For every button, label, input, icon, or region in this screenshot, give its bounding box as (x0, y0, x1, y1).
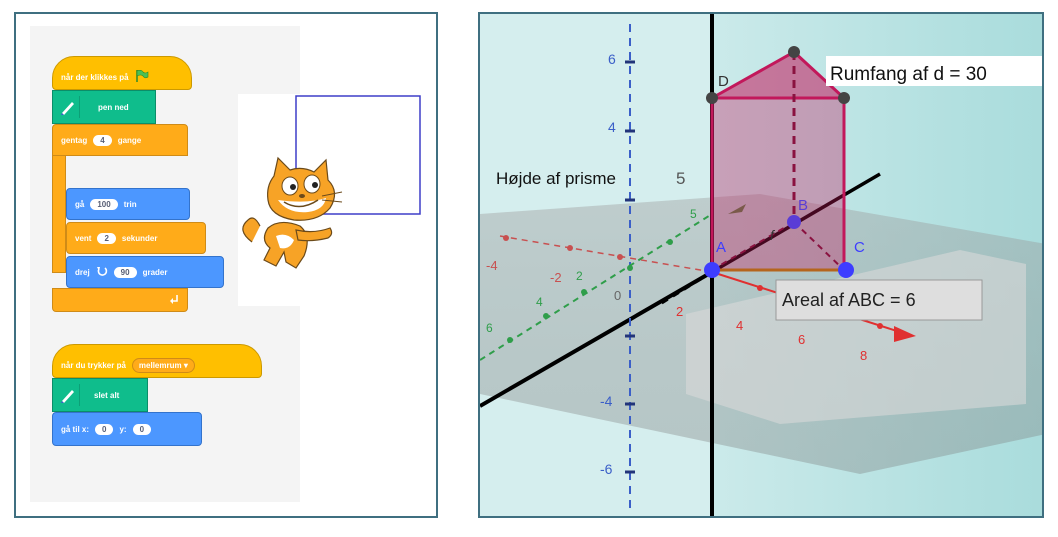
label-b: B (798, 197, 808, 214)
repeat-unit-label: gange (117, 135, 142, 145)
x-axis-back (499, 235, 713, 273)
when-key-pressed-label: når du trykker på (61, 360, 126, 370)
z-axis-ticks (625, 60, 635, 474)
y-label: y: (119, 424, 127, 434)
geogebra-3d-panel: 6 4 -4 -6 6 4 2 -4 -2 0 2 4 6 8 (478, 12, 1044, 518)
area-label-bg (775, 279, 983, 321)
y-input[interactable]: 0 (132, 423, 152, 435)
go-to-xy-block[interactable]: gå til x: 0 y: 0 (52, 412, 202, 446)
move-steps-block[interactable]: gå 100 trin (66, 188, 190, 220)
pen-down-block[interactable]: pen ned (52, 90, 156, 124)
vector-arrow-icon (728, 204, 746, 214)
prism-roof (706, 50, 848, 100)
pen-icon (57, 384, 80, 406)
wait-label: vent (75, 233, 92, 243)
black-diagonal-dashed (659, 270, 713, 306)
loop-arrow-icon (169, 294, 179, 306)
move-steps-input[interactable]: 100 (90, 198, 118, 210)
prism-hidden-edge-bc (793, 221, 845, 271)
label-d: D (718, 73, 729, 90)
wait-unit-label: sekunder (121, 233, 158, 243)
turn-label: drej (75, 267, 90, 277)
x-axis-back-points (503, 235, 623, 260)
y-axis (480, 213, 713, 361)
geogebra-3d-view[interactable]: 6 4 -4 -6 6 4 2 -4 -2 0 2 4 6 8 (480, 14, 1044, 518)
z-tick-minus-6: -6 (600, 461, 613, 477)
turn-degrees-input[interactable]: 90 (113, 266, 137, 278)
repeat-label: gentag (61, 135, 88, 145)
go-to-label: gå til x: (61, 424, 90, 434)
y-tick-2: 2 (576, 269, 583, 283)
label-a: A (716, 239, 726, 256)
key-dropdown-value: mellemrum (138, 360, 182, 370)
z-tick-minus-4: -4 (600, 393, 613, 409)
drawn-square (295, 95, 421, 215)
x-neg-tick-2: -2 (550, 270, 562, 285)
z-tick-4: 4 (608, 119, 616, 135)
scratch-cat-sprite (242, 156, 343, 269)
wait-block[interactable]: vent 2 sekunder (66, 222, 206, 254)
y-tick-6: 6 (486, 321, 493, 335)
volume-label: Rumfang af d = 30 (830, 64, 987, 85)
key-dropdown[interactable]: mellemrum ▾ (131, 357, 195, 373)
prism (659, 50, 848, 484)
y-tick-4: 4 (536, 295, 543, 309)
height-value: 5 (676, 169, 685, 188)
origin-label: 0 (614, 288, 621, 303)
point-a[interactable] (704, 262, 720, 278)
repeat-block[interactable]: gentag 4 gange (52, 124, 188, 156)
z-tick-6: 6 (608, 51, 616, 67)
clear-all-block[interactable]: slet alt (52, 378, 148, 412)
point-c[interactable] (838, 262, 854, 278)
rotate-left-icon (96, 265, 108, 279)
stage-drawing (242, 95, 421, 269)
repeat-block-arm (52, 155, 66, 273)
green-flag-icon (135, 69, 149, 84)
when-flag-clicked-label: når der klikkes på (61, 72, 129, 82)
pen-icon (57, 96, 80, 118)
scratch-panel: når der klikkes på pen ned gentag 4 gang… (14, 12, 438, 518)
x-tick-2: 2 (676, 304, 683, 319)
chevron-down-icon: ▾ (183, 360, 188, 370)
y-axis-points (507, 239, 673, 343)
vertex-top (788, 46, 800, 58)
move-label: gå (75, 199, 85, 209)
when-flag-clicked-block[interactable]: når der klikkes på (52, 56, 192, 90)
vertex-d (706, 92, 718, 104)
move-unit-label: trin (123, 199, 137, 209)
axis-value-5: 5 (690, 207, 697, 221)
repeat-count-input[interactable]: 4 (93, 134, 112, 146)
scratch-stage (238, 94, 436, 306)
prism-face-front (710, 96, 846, 272)
wait-seconds-input[interactable]: 2 (97, 232, 116, 244)
turn-unit-label: grader (142, 267, 168, 277)
point-b[interactable] (787, 215, 801, 229)
pen-down-label: pen ned (98, 102, 129, 112)
turn-left-block[interactable]: drej 90 grader (66, 256, 224, 288)
x-axis-arrow-icon (894, 326, 916, 342)
area-label: Areal af ABC = 6 (782, 290, 916, 310)
label-c: C (854, 239, 865, 256)
when-key-pressed-block[interactable]: når du trykker på mellemrum ▾ (52, 344, 262, 378)
x-tick-8: 8 (860, 348, 867, 363)
prism-hidden-edge-ab (711, 221, 795, 271)
x-tick-4: 4 (736, 318, 743, 333)
height-label: Højde af prisme (496, 169, 616, 188)
x-input[interactable]: 0 (95, 423, 114, 435)
x-tick-6: 6 (798, 332, 805, 347)
repeat-block-bottom (52, 288, 188, 312)
vertex-right-top (838, 92, 850, 104)
clear-all-label: slet alt (94, 390, 120, 400)
x-neg-tick-4: -4 (486, 258, 498, 273)
volume-label-bg (826, 56, 1042, 86)
label-f: f (770, 227, 776, 243)
